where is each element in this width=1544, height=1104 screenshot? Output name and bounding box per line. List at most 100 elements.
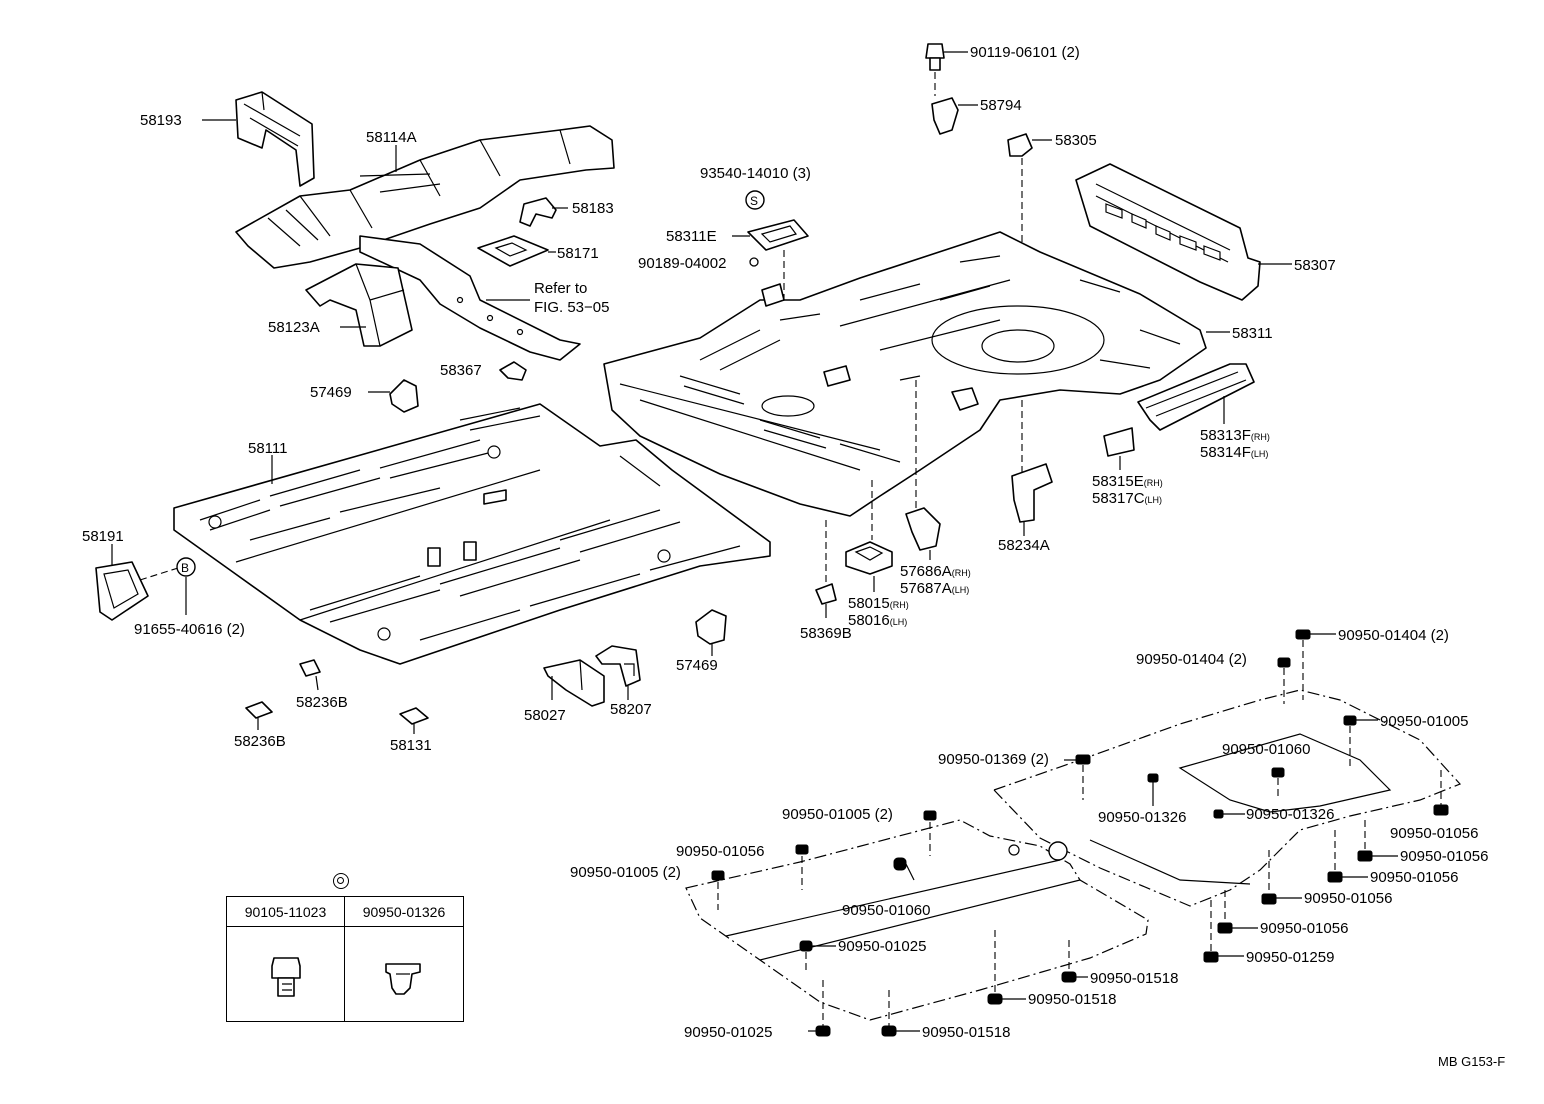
grommet-01056-a [1433,804,1449,816]
label-58311E: 58311E [666,228,717,245]
part-58794-bracket [931,97,959,135]
part-58123A-bracket [305,263,413,347]
label-58369B: 58369B [800,625,852,642]
label-58193: 58193 [140,112,182,129]
label-58016: 58016(LH) [848,612,907,629]
label-57686A: 57686A(RH) [900,563,971,580]
legend-double-circle-marker [333,873,349,889]
grommet-01404-b [1277,657,1291,668]
label-90950-01518-a: 90950-01518 [1090,970,1178,987]
grommet-01326-b [1213,809,1224,819]
part-58193-bracket [235,91,315,187]
part-57469-bracket-a [389,379,419,413]
part-58315E-pad [1103,427,1135,457]
grommet-01518-b [987,993,1003,1005]
legend-header-col1: 90105-11023 [227,897,345,927]
floor-pan-ribs [199,407,741,641]
grommet-01005-c [711,870,725,881]
floor-outline-front [685,819,1149,1021]
part-58305-bracket [1007,133,1033,157]
part-58311-rear-floor-pan [603,231,1207,517]
legend-header-col2: 90950-01326 [345,897,463,927]
label-90950-01056-f: 90950-01056 [676,843,764,860]
part-57686A-bracket [905,507,941,551]
label-58317C: 58317C(LH) [1092,490,1162,507]
label-90950-01060-a: 90950-01060 [1222,741,1310,758]
label-refer-fig: FIG. 53−05 [534,299,609,316]
label-58305: 58305 [1055,132,1097,149]
label-90189: 90189-04002 [638,255,726,272]
label-58111: 58111 [248,440,288,457]
legend-bolt-90105 [271,957,301,997]
label-58114A: 58114A [366,129,417,146]
label-90950-01025-a: 90950-01025 [838,938,926,955]
legend-cell-col2 [345,927,463,1021]
label-90950-01326-a: 90950-01326 [1098,809,1186,826]
part-58307-rear-panel [1075,163,1261,301]
part-58236B-clip-a [299,659,321,677]
legend-table: 90105-11023 90950-01326 [226,896,464,1022]
label-90950-01369: 90950-01369 (2) [938,751,1049,768]
part-58234A-bracket [1011,463,1053,523]
label-90950-01404-a: 90950-01404 (2) [1338,627,1449,644]
grommet-leaders [717,633,1442,1032]
part-58367-clip [499,361,527,381]
label-58236B-b: 58236B [234,733,286,750]
part-58236B-clip-b [245,701,273,719]
legend-grommet-90950-01326 [385,963,421,995]
label-58015: 58015(RH) [848,595,909,612]
grommet-01060-a [1271,767,1285,778]
part-58111-front-floor-pan [173,403,771,665]
label-90950-01005-b: 90950-01005 (2) [782,806,893,823]
label-90950-01056-a: 90950-01056 [1390,825,1478,842]
rear-floor-ribs [679,279,1181,463]
grommet-01005-a [1343,715,1357,726]
part-58171-plate [477,235,549,267]
part-58027-bracket [543,659,605,707]
part-58313F-58314F-rail [1137,363,1255,431]
label-57469-a: 57469 [310,384,352,401]
label-90950-01005-c: 90950-01005 (2) [570,864,681,881]
grommet-01259 [1203,951,1219,963]
part-58311E-cover [747,219,809,251]
label-58311: 58311 [1232,325,1273,342]
marker-s-circle [745,190,765,210]
grommet-01056-d [1261,893,1277,905]
label-90950-01005-a: 90950-01005 [1380,713,1468,730]
label-90950-01060-b: 90950-01060 [842,902,930,919]
grommet-01369 [1075,754,1091,765]
label-58191: 58191 [82,528,124,545]
label-90950-01056-d: 90950-01056 [1304,890,1392,907]
label-90950-01259: 90950-01259 [1246,949,1334,966]
label-58314F: 58314F(LH) [1200,444,1268,461]
label-90950-01056-b: 90950-01056 [1400,848,1488,865]
grommet-01518-c [881,1025,897,1037]
grommets [711,629,1449,1037]
floor-outline-rear [992,689,1462,907]
marker-b-circle [176,557,196,577]
part-58207-bracket [595,645,641,687]
grommet-01056-b [1357,850,1373,862]
grommet-01056-e [1217,922,1233,934]
part-58183-bracket [519,197,557,227]
label-58307: 58307 [1294,257,1336,274]
part-90119-bolt [925,43,945,71]
diagram-code: MB G153-F [1438,1054,1506,1069]
label-58131: 58131 [390,737,432,754]
label-58794: 58794 [980,97,1022,114]
marker-s: S [750,194,758,208]
part-58015-plug [845,541,893,575]
label-refer-to: Refer to [534,280,587,297]
grommet-01404-a [1295,629,1311,640]
label-58367: 58367 [440,362,482,379]
grommet-01518-a [1061,971,1077,983]
marker-double-circle-on-floor [1048,841,1068,861]
part-58369B-clip [815,583,837,605]
grommet-01060-b [893,857,907,871]
grommet-01005-b [923,810,937,821]
grommet-01025-b [815,1025,831,1037]
label-90950-01025-b: 90950-01025 [684,1024,772,1041]
label-58207: 58207 [610,701,652,718]
label-58315E: 58315E(RH) [1092,473,1163,490]
